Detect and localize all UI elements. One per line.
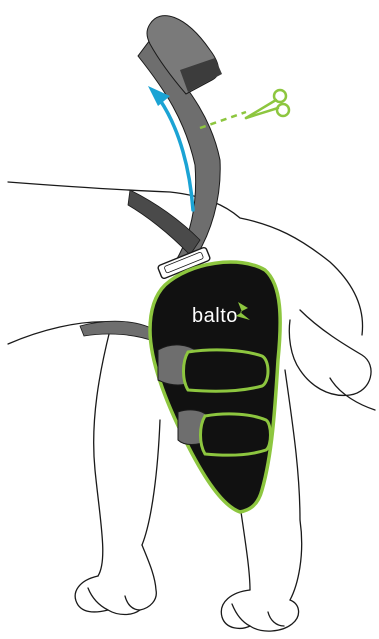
velcro-strap-upper[interactable] (184, 350, 269, 391)
velcro-strap-lower[interactable] (201, 414, 271, 455)
adjustment-strap[interactable] (128, 16, 222, 262)
knee-brace (150, 262, 280, 512)
lower-strap (80, 321, 158, 342)
scissors-icon (246, 90, 289, 118)
logo-text: balto (192, 305, 238, 327)
